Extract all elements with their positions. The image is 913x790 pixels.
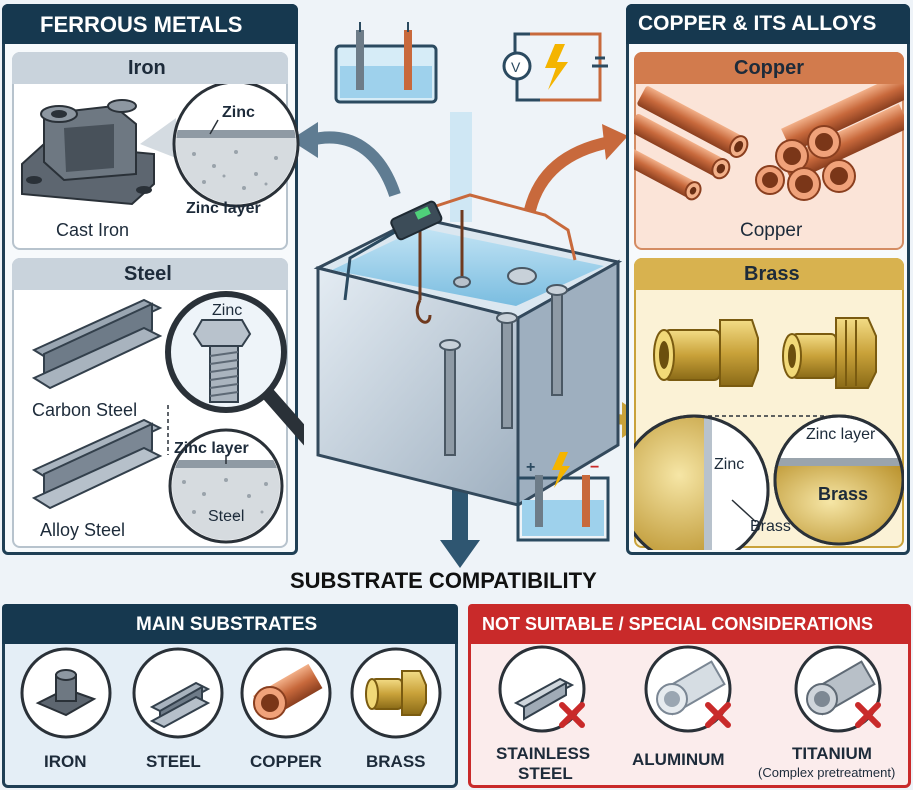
cross-icon xyxy=(559,702,585,728)
steel-zoom-circle xyxy=(168,428,284,544)
brass-substrate-icon xyxy=(350,647,442,739)
copper-substrate-icon xyxy=(240,647,332,739)
iron-zinc-layer-label: Zinc layer xyxy=(186,200,261,217)
cross-icon xyxy=(705,702,731,728)
copper-header xyxy=(626,4,910,44)
brass-fitting-icon xyxy=(653,319,759,387)
steel-card-header xyxy=(12,258,288,290)
not-suitable-header xyxy=(468,604,911,644)
small-tank-bottom-icon: + − xyxy=(516,452,610,542)
steel-title: Steel xyxy=(124,263,172,285)
not-suitable-icons xyxy=(498,645,882,733)
titanium-icon xyxy=(794,645,882,733)
copper-pipes-art xyxy=(634,84,904,201)
steel-substrate-icon xyxy=(132,647,224,739)
ferrous-title: FERROUS METALS xyxy=(40,12,243,37)
brass-fitting-icon xyxy=(782,317,877,389)
svg-text:−: − xyxy=(590,459,599,476)
substrate-iron-label: IRON xyxy=(44,752,87,771)
steel-zinc-label: Zinc xyxy=(212,302,243,319)
copper-title: COPPER & ITS ALLOYS xyxy=(638,12,877,35)
iron-substrate-icon xyxy=(20,647,112,739)
copper-card-title: Copper xyxy=(734,57,804,79)
iron-title: Iron xyxy=(128,57,166,79)
substrate-steel-label: STEEL xyxy=(146,752,201,771)
titanium-note: (Complex pretreatment) xyxy=(758,765,896,780)
copper-item-label: Copper xyxy=(740,220,803,241)
svg-text:+: + xyxy=(526,459,535,476)
alloy-steel-label: Alloy Steel xyxy=(40,520,126,540)
copper-card-header xyxy=(634,52,904,84)
brass-label: Brass xyxy=(750,518,791,535)
steel-inner-label: Steel xyxy=(208,508,245,525)
small-tank-top-icon xyxy=(334,22,438,104)
iron-zinc-label: Zinc xyxy=(222,104,255,121)
aluminum-label: ALUMINUM xyxy=(632,750,725,769)
substrate-brass-label: BRASS xyxy=(366,752,426,771)
main-substrates-header xyxy=(2,604,458,644)
brass-art xyxy=(634,317,904,550)
stainless-label-line1: STAINLESS xyxy=(496,744,591,763)
main-substrates-icons xyxy=(20,647,442,739)
titanium-label: TITANIUM xyxy=(792,744,872,763)
i-beam-icon xyxy=(31,418,163,510)
i-beam-icon xyxy=(31,298,163,390)
svg-text:V: V xyxy=(511,59,521,75)
brass-card-header xyxy=(634,258,904,290)
cast-iron-icon xyxy=(21,99,155,206)
steel-zinc-layer-label: Zinc layer xyxy=(174,440,249,457)
ferrous-header xyxy=(2,4,298,44)
compatibility-title: SUBSTRATE COMPATIBILITY xyxy=(290,568,597,593)
not-suitable-title: NOT SUITABLE / SPECIAL CONSIDERATIONS xyxy=(482,614,874,634)
substrate-copper-label: COPPER xyxy=(250,752,322,771)
copper-pipe-icon xyxy=(634,86,749,201)
iron-card-header xyxy=(12,52,288,84)
circuit-icon: V xyxy=(502,32,608,102)
iron-zoom-circle xyxy=(172,84,300,208)
carbon-steel-label: Carbon Steel xyxy=(32,400,138,420)
brass-inner-label: Brass xyxy=(818,484,869,504)
copper-pipe-icon xyxy=(755,84,904,201)
plating-tank-icon xyxy=(313,193,623,508)
main-substrates-title: MAIN SUBSTRATES xyxy=(136,614,318,635)
brass-zinc-label: Zinc xyxy=(714,456,745,473)
steel-art xyxy=(31,291,304,544)
cast-iron-label: Cast Iron xyxy=(56,220,130,240)
cross-icon xyxy=(855,702,881,728)
iron-art xyxy=(21,84,300,208)
stainless-label-line2: STEEL xyxy=(518,764,573,783)
brass-zinc-layer-label: Zinc layer xyxy=(806,426,876,443)
brass-card-title: Brass xyxy=(744,263,800,285)
magnifier-icon xyxy=(165,291,304,446)
